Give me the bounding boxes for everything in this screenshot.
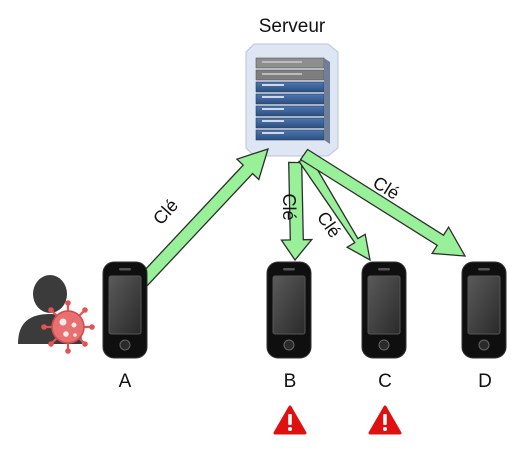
- phone-c-icon: [361, 261, 410, 362]
- phone-d-label: D: [478, 371, 492, 392]
- phone-a-label: A: [119, 371, 132, 392]
- server-icon: [245, 43, 339, 157]
- arrow-label-b: Clé: [279, 193, 299, 220]
- warning-icon-b: [273, 405, 307, 435]
- warning-icon-c: [368, 405, 402, 435]
- arrow-server-to-c: [298, 156, 371, 262]
- arrow-a-to-server: [135, 147, 269, 289]
- phone-b-icon: [266, 261, 315, 362]
- phone-b-label: B: [284, 371, 297, 392]
- arrow-server-to-b: [280, 161, 314, 262]
- phone-d-icon: [461, 261, 510, 362]
- arrow-label-a: Clé: [149, 195, 182, 228]
- phone-a-icon: [102, 261, 151, 362]
- virus-icon: [41, 300, 95, 354]
- server-label: Serveur: [259, 16, 326, 37]
- arrow-server-to-d: [299, 148, 467, 257]
- phone-c-label: C: [378, 371, 392, 392]
